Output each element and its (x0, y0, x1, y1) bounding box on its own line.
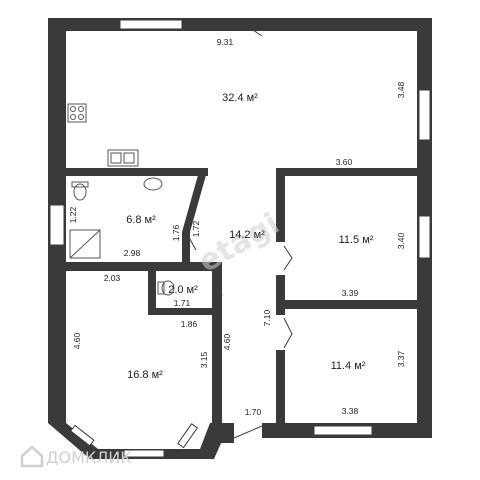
logo-text: ДОМКЛИК (46, 448, 132, 467)
dim-bed2-left: 4.60 (72, 332, 82, 349)
doors (185, 19, 293, 439)
window-bay-left (69, 424, 95, 447)
dim-living-bottom: 3.60 (336, 157, 353, 167)
dim-bed1-bottom: 3.39 (342, 288, 359, 298)
dim-bed3-right: 3.37 (396, 350, 406, 367)
bathroom-area-label: 6.8 м² (126, 214, 156, 226)
logo: ДОМКЛИК (20, 445, 132, 468)
dim-bed3-bottom: 3.38 (342, 406, 359, 416)
door-bedroom1 (283, 245, 293, 271)
fixtures (67, 103, 175, 296)
window-right-middle (418, 215, 431, 259)
window-top (119, 19, 183, 30)
bath-toilet-icon (73, 183, 87, 201)
house-logo-icon (20, 445, 44, 468)
dim-bath-left: 1.22 (68, 206, 78, 223)
dim-toilet-width: 1.71 (174, 298, 191, 308)
bedroom2-area-label: 16.8 м² (127, 369, 163, 381)
dimension-labels: 9.31 3.48 3.60 1.22 1.76 1.72 2.98 3.40 … (68, 37, 406, 417)
window-bottom-right (313, 425, 373, 436)
door-toilet (214, 277, 223, 297)
dim-bath-right-a: 1.76 (171, 224, 181, 241)
dim-bath-bottom: 2.98 (124, 248, 141, 258)
door-bedroom3 (283, 317, 293, 349)
dim-bed2-right-a: 3.15 (199, 351, 209, 368)
shower-icon (69, 229, 101, 259)
toilet-area-label: 2.0 м² (168, 284, 198, 296)
dim-right-upper: 3.48 (396, 81, 406, 98)
watermark-text: etagi (193, 206, 286, 280)
window-bay-bottom (123, 449, 165, 458)
door-bath (185, 231, 197, 251)
dim-top-width: 9.31 (217, 37, 234, 47)
dim-bed1-right: 3.40 (396, 232, 406, 249)
dim-bed2-right-b: 4.60 (222, 333, 232, 350)
bedroom1-area-label: 11.5 м² (339, 234, 374, 246)
wc-icon (161, 280, 175, 296)
windows (49, 19, 431, 458)
dim-hall-length: 7.10 (262, 309, 272, 326)
window-right-upper (418, 89, 431, 141)
kitchen-sink-icon (107, 149, 139, 167)
hall-area-label: 14.2 м² (229, 229, 265, 241)
living-area-label: 32.4 м² (222, 92, 258, 104)
dim-entry-width: 1.70 (245, 407, 262, 417)
dim-toilet-bottom: 1.86 (181, 319, 198, 329)
window-bay-right (177, 423, 199, 449)
dim-bath-right-b: 1.72 (191, 220, 201, 237)
bedroom3-area-label: 11.4 м² (331, 360, 366, 372)
stove-icon (67, 103, 87, 123)
window-left (49, 204, 65, 246)
washbasin-icon (143, 177, 163, 191)
door-entrance-top (237, 19, 263, 37)
door-entry-bottom (233, 425, 263, 439)
dim-hall-top-left: 2.03 (104, 273, 121, 283)
